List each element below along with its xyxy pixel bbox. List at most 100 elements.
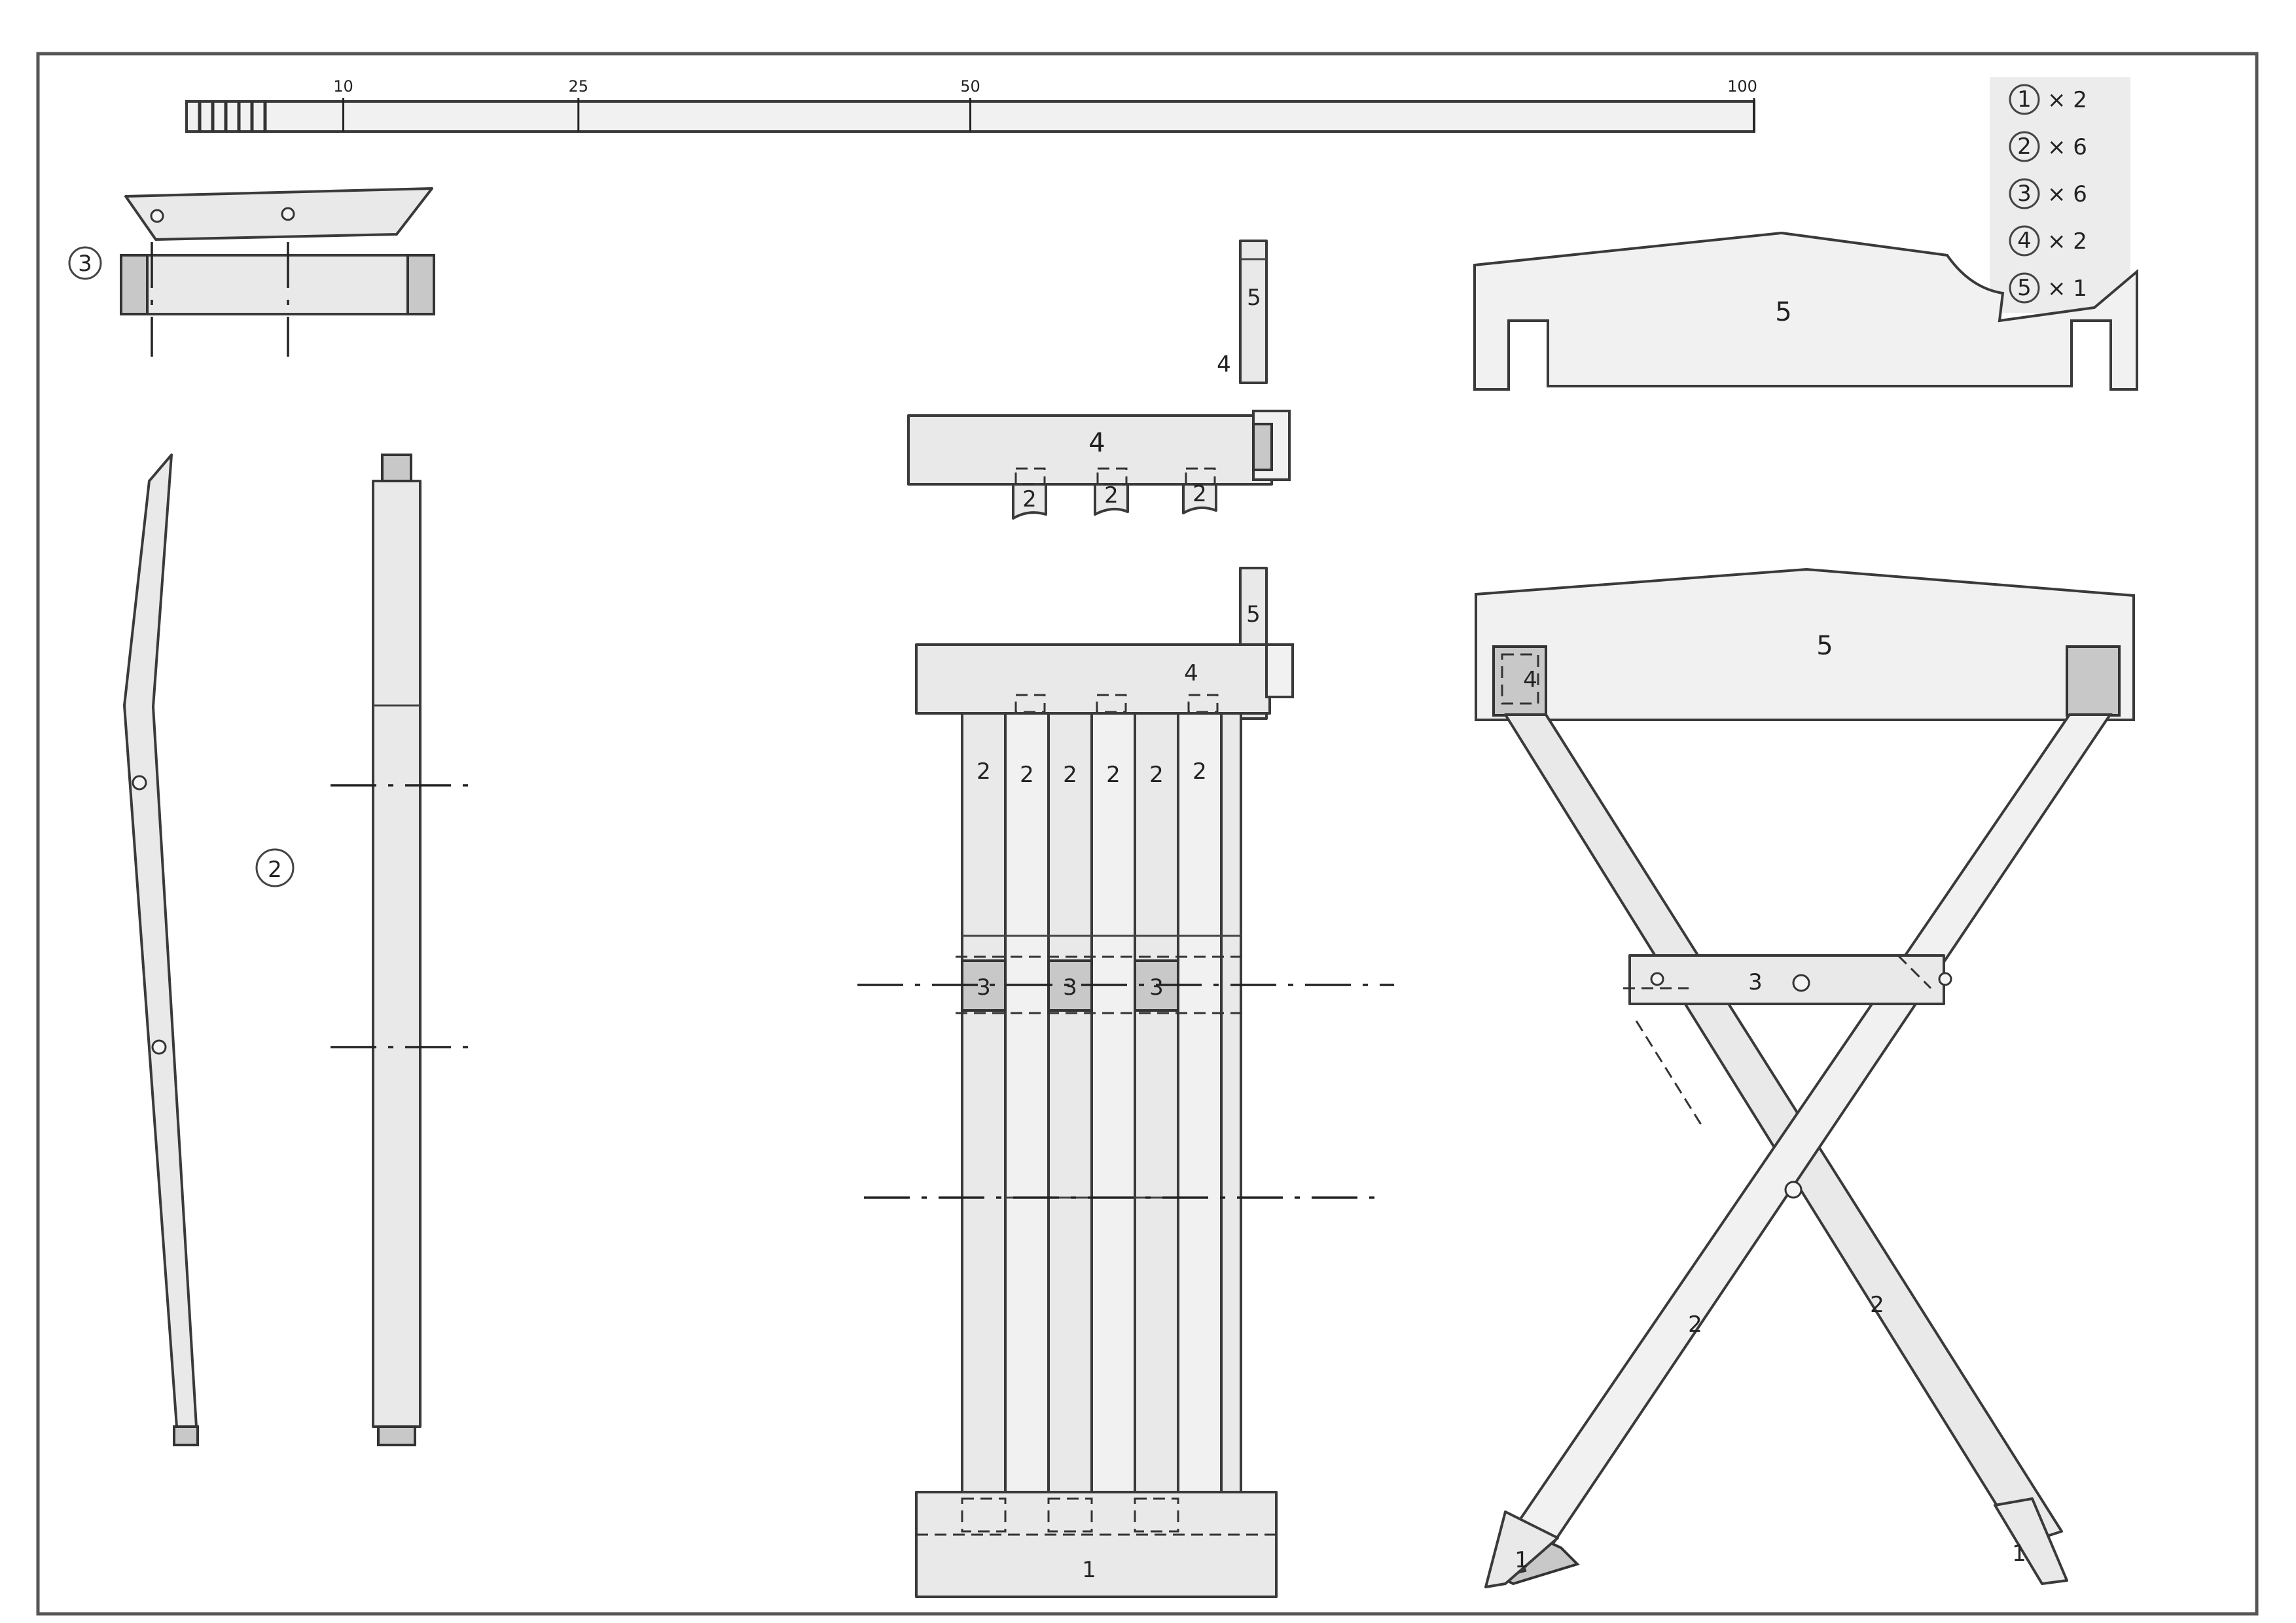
part-3-callout-circle — [68, 246, 102, 280]
front-leg — [1177, 712, 1223, 1507]
scale-tick-label: 10 — [333, 77, 353, 96]
scale-bar-hatch — [198, 101, 267, 132]
seat-board-outline — [1473, 231, 2138, 391]
parts-list-qty: × 1 — [2047, 276, 2087, 302]
front-leg-label: 2 — [1020, 762, 1034, 788]
side-leg-label: 2 — [1688, 1311, 1702, 1338]
side-bar-label: 3 — [1748, 969, 1763, 995]
front-rail-top-label: 4 — [1184, 660, 1198, 687]
parts-list-part: 1 — [2017, 86, 2032, 113]
side-assembly: 5 4 3 2 2 1 1 — [1475, 567, 2135, 1588]
parts-list-qty: × 2 — [2047, 87, 2087, 113]
front-leg-label: 2 — [1106, 762, 1121, 788]
parts-list-shading — [1990, 77, 2130, 313]
side-seat-label: 5 — [1816, 631, 1833, 661]
front-leg — [961, 712, 1007, 1507]
part-3-front-view — [120, 254, 435, 315]
front-leg-label: 2 — [1063, 762, 1077, 788]
side-pivot — [1784, 1181, 1803, 1199]
side-foot-label: 1 — [2012, 1541, 2026, 1567]
side-post-label: 4 — [1523, 667, 1537, 693]
part-2-front-view — [372, 480, 422, 1428]
side-leg-left — [1504, 713, 2063, 1546]
part-3-tenon-left — [120, 254, 149, 315]
part-2-callout-circle — [255, 848, 295, 887]
part-2-detail: 2 — [123, 454, 475, 1446]
part-2-side-hole-top — [132, 775, 147, 791]
side-foot-label: 1 — [1515, 1547, 1529, 1573]
front-leg — [1090, 712, 1136, 1507]
front-leg-edge — [1220, 712, 1242, 1507]
seat-board-detail: 5 — [1473, 231, 2138, 391]
side-crossbar — [1628, 954, 1945, 1005]
rail-4-end-cut — [1252, 423, 1273, 471]
part-3-hole-left — [150, 209, 164, 223]
parts-list-qty: × 6 — [2047, 134, 2087, 160]
scale-tick-label: 100 — [1727, 77, 1757, 96]
parts-list-circle — [2009, 272, 2040, 304]
side-bar-hole-right — [1938, 972, 1952, 986]
scale-tick-label: 25 — [568, 77, 588, 96]
parts-list-qty: × 2 — [2047, 228, 2087, 255]
front-leg-labels: 2 2 2 2 2 2 — [977, 758, 1207, 788]
front-leg — [1004, 712, 1050, 1507]
front-leg — [1134, 712, 1179, 1507]
parts-list-circle — [2009, 225, 2040, 257]
rail-tab-label: 2 — [1104, 482, 1119, 508]
front-rail-bottom-label: 1 — [1082, 1557, 1096, 1583]
front-leg-label: 2 — [1149, 762, 1164, 788]
parts-list-part: 4 — [2017, 228, 2032, 254]
front-leg — [1047, 712, 1093, 1507]
scale-bar: 10 25 50 100 — [185, 77, 1757, 133]
part-2-callout: 2 — [268, 857, 282, 883]
parts-list-circle — [2009, 131, 2040, 162]
part-3-detail: 3 — [68, 187, 435, 357]
front-rail-bottom — [915, 1491, 1278, 1598]
front-leg-label: 2 — [1193, 758, 1207, 785]
part-3-callout: 3 — [78, 251, 92, 277]
side-post-right — [2066, 645, 2121, 717]
parts-list-qty: × 6 — [2047, 181, 2087, 207]
parts-list-circle — [2009, 84, 2040, 115]
side-leg-label: 2 — [1870, 1292, 1884, 1318]
side-foot-right-shape — [1994, 1497, 2068, 1585]
side-bar-hole-left — [1650, 972, 1664, 986]
front-assembly: 5 4 2 2 2 2 2 2 — [857, 567, 1394, 1598]
part-2-front-tenon-top — [381, 454, 412, 482]
part-2-side-hole-bottom — [151, 1039, 167, 1055]
rail-4-detail: 4 2 2 2 — [907, 410, 1291, 520]
side-foot-left-shape — [1484, 1510, 1559, 1588]
parts-list-rows: 1 × 2 2 × 6 3 × 6 4 × 2 5 × 1 — [2009, 84, 2087, 304]
parts-list-part: 5 — [2017, 275, 2032, 301]
seat-upright-rail-label: 4 — [1217, 351, 1231, 378]
parts-list-part: 2 — [2017, 134, 2032, 160]
front-bar-label: 3 — [977, 974, 991, 1001]
parts-list-part: 3 — [2017, 181, 2032, 207]
scale-tick-label: 50 — [960, 77, 980, 96]
part-2-front-tenon-bottom — [377, 1425, 416, 1446]
front-leg-label: 2 — [977, 758, 991, 785]
rail-4-label: 4 — [1088, 428, 1105, 458]
seat-board-label: 5 — [1775, 297, 1791, 327]
front-bar-label: 3 — [1149, 974, 1164, 1001]
parts-list: 1 × 2 2 × 6 3 × 6 4 × 2 5 × 1 — [1990, 77, 2130, 313]
side-bar-hole — [1792, 974, 1810, 992]
rail-tab-label: 2 — [1193, 481, 1207, 507]
rail-4-tabs: 2 2 2 — [1012, 467, 1217, 520]
part-3-hole-right — [281, 207, 295, 221]
rail-tab-label: 2 — [1022, 486, 1037, 512]
front-legs — [961, 712, 1242, 1507]
parts-list-circle — [2009, 178, 2040, 209]
part-3-top-view — [124, 187, 433, 241]
front-upright-label: 5 — [1246, 601, 1261, 628]
part-3-tenon-right — [406, 254, 435, 315]
part-2-side-tenon — [173, 1425, 199, 1446]
front-bar-label: 3 — [1063, 974, 1077, 1001]
scale-ticks: 10 25 50 100 — [333, 77, 1757, 132]
seat-upright-top-label: 5 — [1247, 285, 1261, 311]
seat-upright-top — [1239, 240, 1268, 384]
side-seat-board — [1475, 567, 2135, 721]
front-rail-top — [915, 643, 1271, 715]
seat-upright-detail: 5 4 — [1217, 240, 1268, 384]
